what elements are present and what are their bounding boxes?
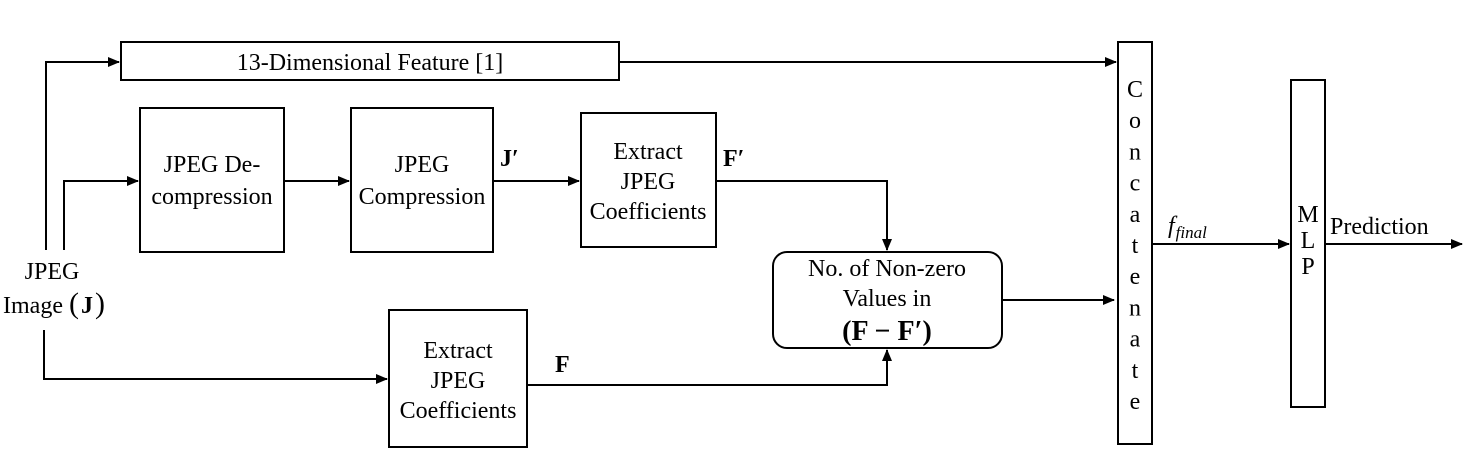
mlp-letter: M: [1297, 202, 1318, 228]
f-label: F: [555, 352, 570, 378]
nonzero-expression: (F − F′): [842, 316, 932, 347]
prediction-label: Prediction: [1330, 214, 1429, 240]
concatenate-letter: c: [1130, 171, 1141, 197]
mlp-box: [1290, 79, 1326, 408]
concatenate-letter: t: [1132, 233, 1139, 259]
input-label-line1: JPEG: [25, 259, 80, 285]
extract-bottom-line3: Coefficients: [400, 398, 517, 424]
concatenate-letter: a: [1130, 202, 1141, 228]
concatenate-letter: n: [1129, 295, 1141, 321]
decompression-line1: JPEG De-: [164, 152, 261, 178]
concatenate-letter: e: [1130, 264, 1141, 290]
input-to-feature13-arrow: [45, 57, 120, 250]
concatenate-letter: a: [1130, 327, 1141, 353]
concatenate-letter: e: [1130, 389, 1141, 415]
feature13-label: 13-Dimensional Feature [1]: [237, 50, 504, 76]
concatenate-letter: o: [1129, 108, 1141, 134]
nonzero-line2: Values in: [843, 286, 932, 312]
concatenate-letter: C: [1127, 77, 1143, 103]
compression-line2: Compression: [359, 184, 486, 210]
f-final-label: ffinal: [1168, 213, 1207, 242]
nonzero-line1: No. of Non-zero: [808, 256, 966, 282]
extract-top-line2: JPEG: [621, 169, 676, 195]
decompression-line2: compression: [151, 184, 272, 210]
extract-bottom-to-nonzero-arrow: [527, 349, 892, 386]
j-prime-label: J′: [500, 146, 519, 172]
compression-box: [350, 107, 494, 253]
concatenate-box: [1117, 41, 1153, 445]
feature13-box: [120, 41, 620, 81]
mlp-letter: L: [1301, 228, 1316, 254]
mlp-letter: P: [1301, 254, 1314, 280]
extract-bottom-box: [388, 309, 528, 448]
extract-top-box: [580, 112, 717, 248]
input-to-decompression-arrow: [63, 176, 139, 250]
extract-top-line1: Extract: [613, 139, 683, 165]
extract-top-to-nonzero-arrow: [716, 180, 892, 251]
input-label-line2: Image(J): [3, 287, 105, 320]
extract-bottom-line1: Extract: [423, 338, 493, 364]
f-prime-label: F′: [723, 146, 744, 172]
compression-line1: JPEG: [395, 152, 450, 178]
extract-bottom-line2: JPEG: [431, 368, 486, 394]
input-to-extract-bottom-arrow: [43, 330, 388, 384]
concatenate-letter: n: [1129, 139, 1141, 165]
decompression-box: [139, 107, 285, 253]
concatenate-letter: t: [1132, 358, 1139, 384]
extract-top-line3: Coefficients: [590, 199, 707, 225]
mlp-label: MLP: [1297, 202, 1318, 280]
